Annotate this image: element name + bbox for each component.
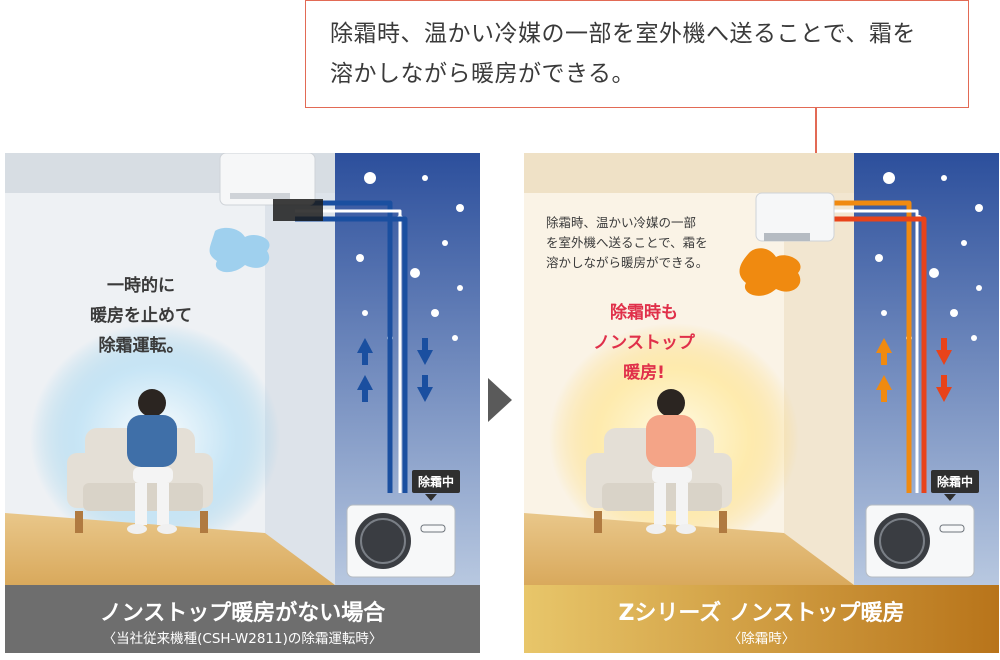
left-caption-line-1: 一時的に xyxy=(107,276,175,296)
left-caption-line-3: 除霜運転。 xyxy=(98,336,184,356)
right-subtitle: 〈除霜時〉 xyxy=(727,631,796,647)
right-caption: 除霜時、温かい冷媒の一部 を室外機へ送ることで、霜を 溶かしながら暖房ができる。 xyxy=(546,213,708,273)
air-conditioner-icon xyxy=(219,153,323,221)
callout-connector xyxy=(815,108,817,153)
callout-line-1: 除霜時、温かい冷媒の一部を室外機へ送ることで、霜を xyxy=(330,21,916,47)
left-caption-line-2: 暖房を止めて xyxy=(90,306,192,326)
air-conditioner-icon xyxy=(755,192,835,242)
callout-line-2: 溶かしながら暖房ができる。 xyxy=(330,61,636,87)
defrost-badge: 除霜中 xyxy=(931,470,980,493)
next-arrow-icon xyxy=(488,378,512,422)
left-subtitle: 〈当社従来機種(CSH-W2811)の除霜運転時〉 xyxy=(102,631,383,647)
right-highlight-line-3: 暖房! xyxy=(623,363,665,383)
panel-z-series-illustration xyxy=(524,153,999,653)
right-caption-line-3: 溶かしながら暖房ができる。 xyxy=(546,255,709,270)
left-caption: 一時的に 暖房を止めて 除霜運転。 xyxy=(90,271,192,361)
right-caption-line-2: を室外機へ送ることで、霜を xyxy=(546,235,708,250)
outdoor-unit-icon xyxy=(865,504,975,578)
panel-z-series: 除霜時、温かい冷媒の一部 を室外機へ送ることで、霜を 溶かしながら暖房ができる。… xyxy=(524,153,999,653)
panel-conventional: 一時的に 暖房を止めて 除霜運転。 除霜中 ノンストップ暖房がない場合 〈当社従… xyxy=(5,153,480,653)
right-title: Zシリーズ ノンストップ暖房 xyxy=(618,601,905,626)
right-highlight-line-2: ノンストップ xyxy=(593,333,695,353)
panel-conventional-illustration xyxy=(5,153,480,593)
right-title-bar: Zシリーズ ノンストップ暖房 〈除霜時〉 xyxy=(524,585,999,653)
callout-text: 除霜時、温かい冷媒の一部を室外機へ送ることで、霜を 溶かしながら暖房ができる。 xyxy=(330,14,950,94)
callout-box xyxy=(305,0,969,108)
right-caption-line-1: 除霜時、温かい冷媒の一部 xyxy=(546,215,697,230)
left-title-bar: ノンストップ暖房がない場合 〈当社従来機種(CSH-W2811)の除霜運転時〉 xyxy=(5,585,480,653)
defrost-badge: 除霜中 xyxy=(412,470,461,493)
outdoor-unit-icon xyxy=(346,504,456,578)
left-title: ノンストップ暖房がない場合 xyxy=(99,601,386,626)
right-highlight: 除霜時も ノンストップ 暖房! xyxy=(584,298,704,388)
right-highlight-line-1: 除霜時も xyxy=(610,303,678,323)
